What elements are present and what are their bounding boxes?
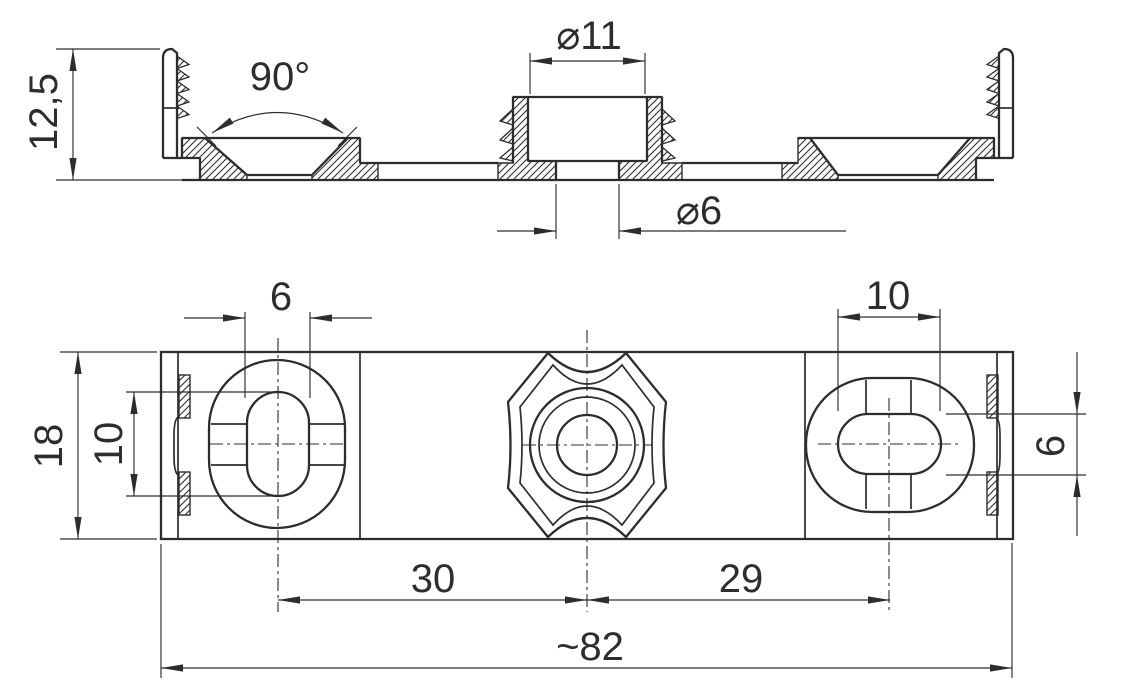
dim-left-slot-length-label: 10 (87, 422, 131, 467)
dim-left-slot-width-label: 6 (270, 275, 292, 319)
dim-pitch-right: 29 (587, 557, 890, 604)
center-boss (497, 95, 683, 181)
dim-pitch-right-label: 29 (719, 557, 764, 601)
dim-hole-dia-label: ⌀6 (676, 189, 722, 233)
dim-overall-length-label: ~82 (556, 625, 624, 669)
left-clip-plan (173, 374, 191, 516)
dim-pitch-left-label: 30 (411, 557, 456, 601)
right-clip (985, 47, 1015, 158)
dim-right-slot-width-label: 6 (1029, 435, 1073, 457)
dim-right-slot-length: 10 (837, 274, 941, 411)
dim-height-label: 12,5 (22, 73, 66, 151)
dim-right-slot-width: 6 (946, 352, 1086, 536)
dim-overall-length: ~82 (160, 543, 1013, 678)
dim-left-slot-width: 6 (184, 275, 372, 398)
dim-boss-dia-label: ⌀11 (556, 14, 622, 58)
dim-left-slot-length: 10 (87, 391, 278, 497)
dim-hole-dia: ⌀6 (497, 184, 846, 239)
right-slot (804, 376, 976, 514)
dim-boss-dia: ⌀11 (529, 14, 646, 94)
centerlines (210, 330, 962, 612)
dim-pitch-left: 30 (278, 557, 587, 604)
left-countersink-section (163, 136, 379, 181)
section-view: 12,5 90° ⌀11 ⌀6 (22, 14, 1015, 239)
plate-outline (159, 350, 1015, 541)
dim-right-slot-length-label: 10 (866, 274, 911, 318)
right-countersink-section (781, 136, 1013, 181)
left-clip (161, 47, 191, 158)
dim-angle-label: 90° (250, 55, 311, 99)
dim-section-height: 12,5 (22, 48, 182, 181)
right-clip-plan (986, 374, 1001, 516)
dim-plate-width: 18 (27, 351, 157, 540)
dim-countersink-angle: 90° (196, 55, 358, 147)
plan-view: 6 10 18 10 (27, 274, 1086, 678)
dim-plate-width-label: 18 (27, 424, 71, 469)
